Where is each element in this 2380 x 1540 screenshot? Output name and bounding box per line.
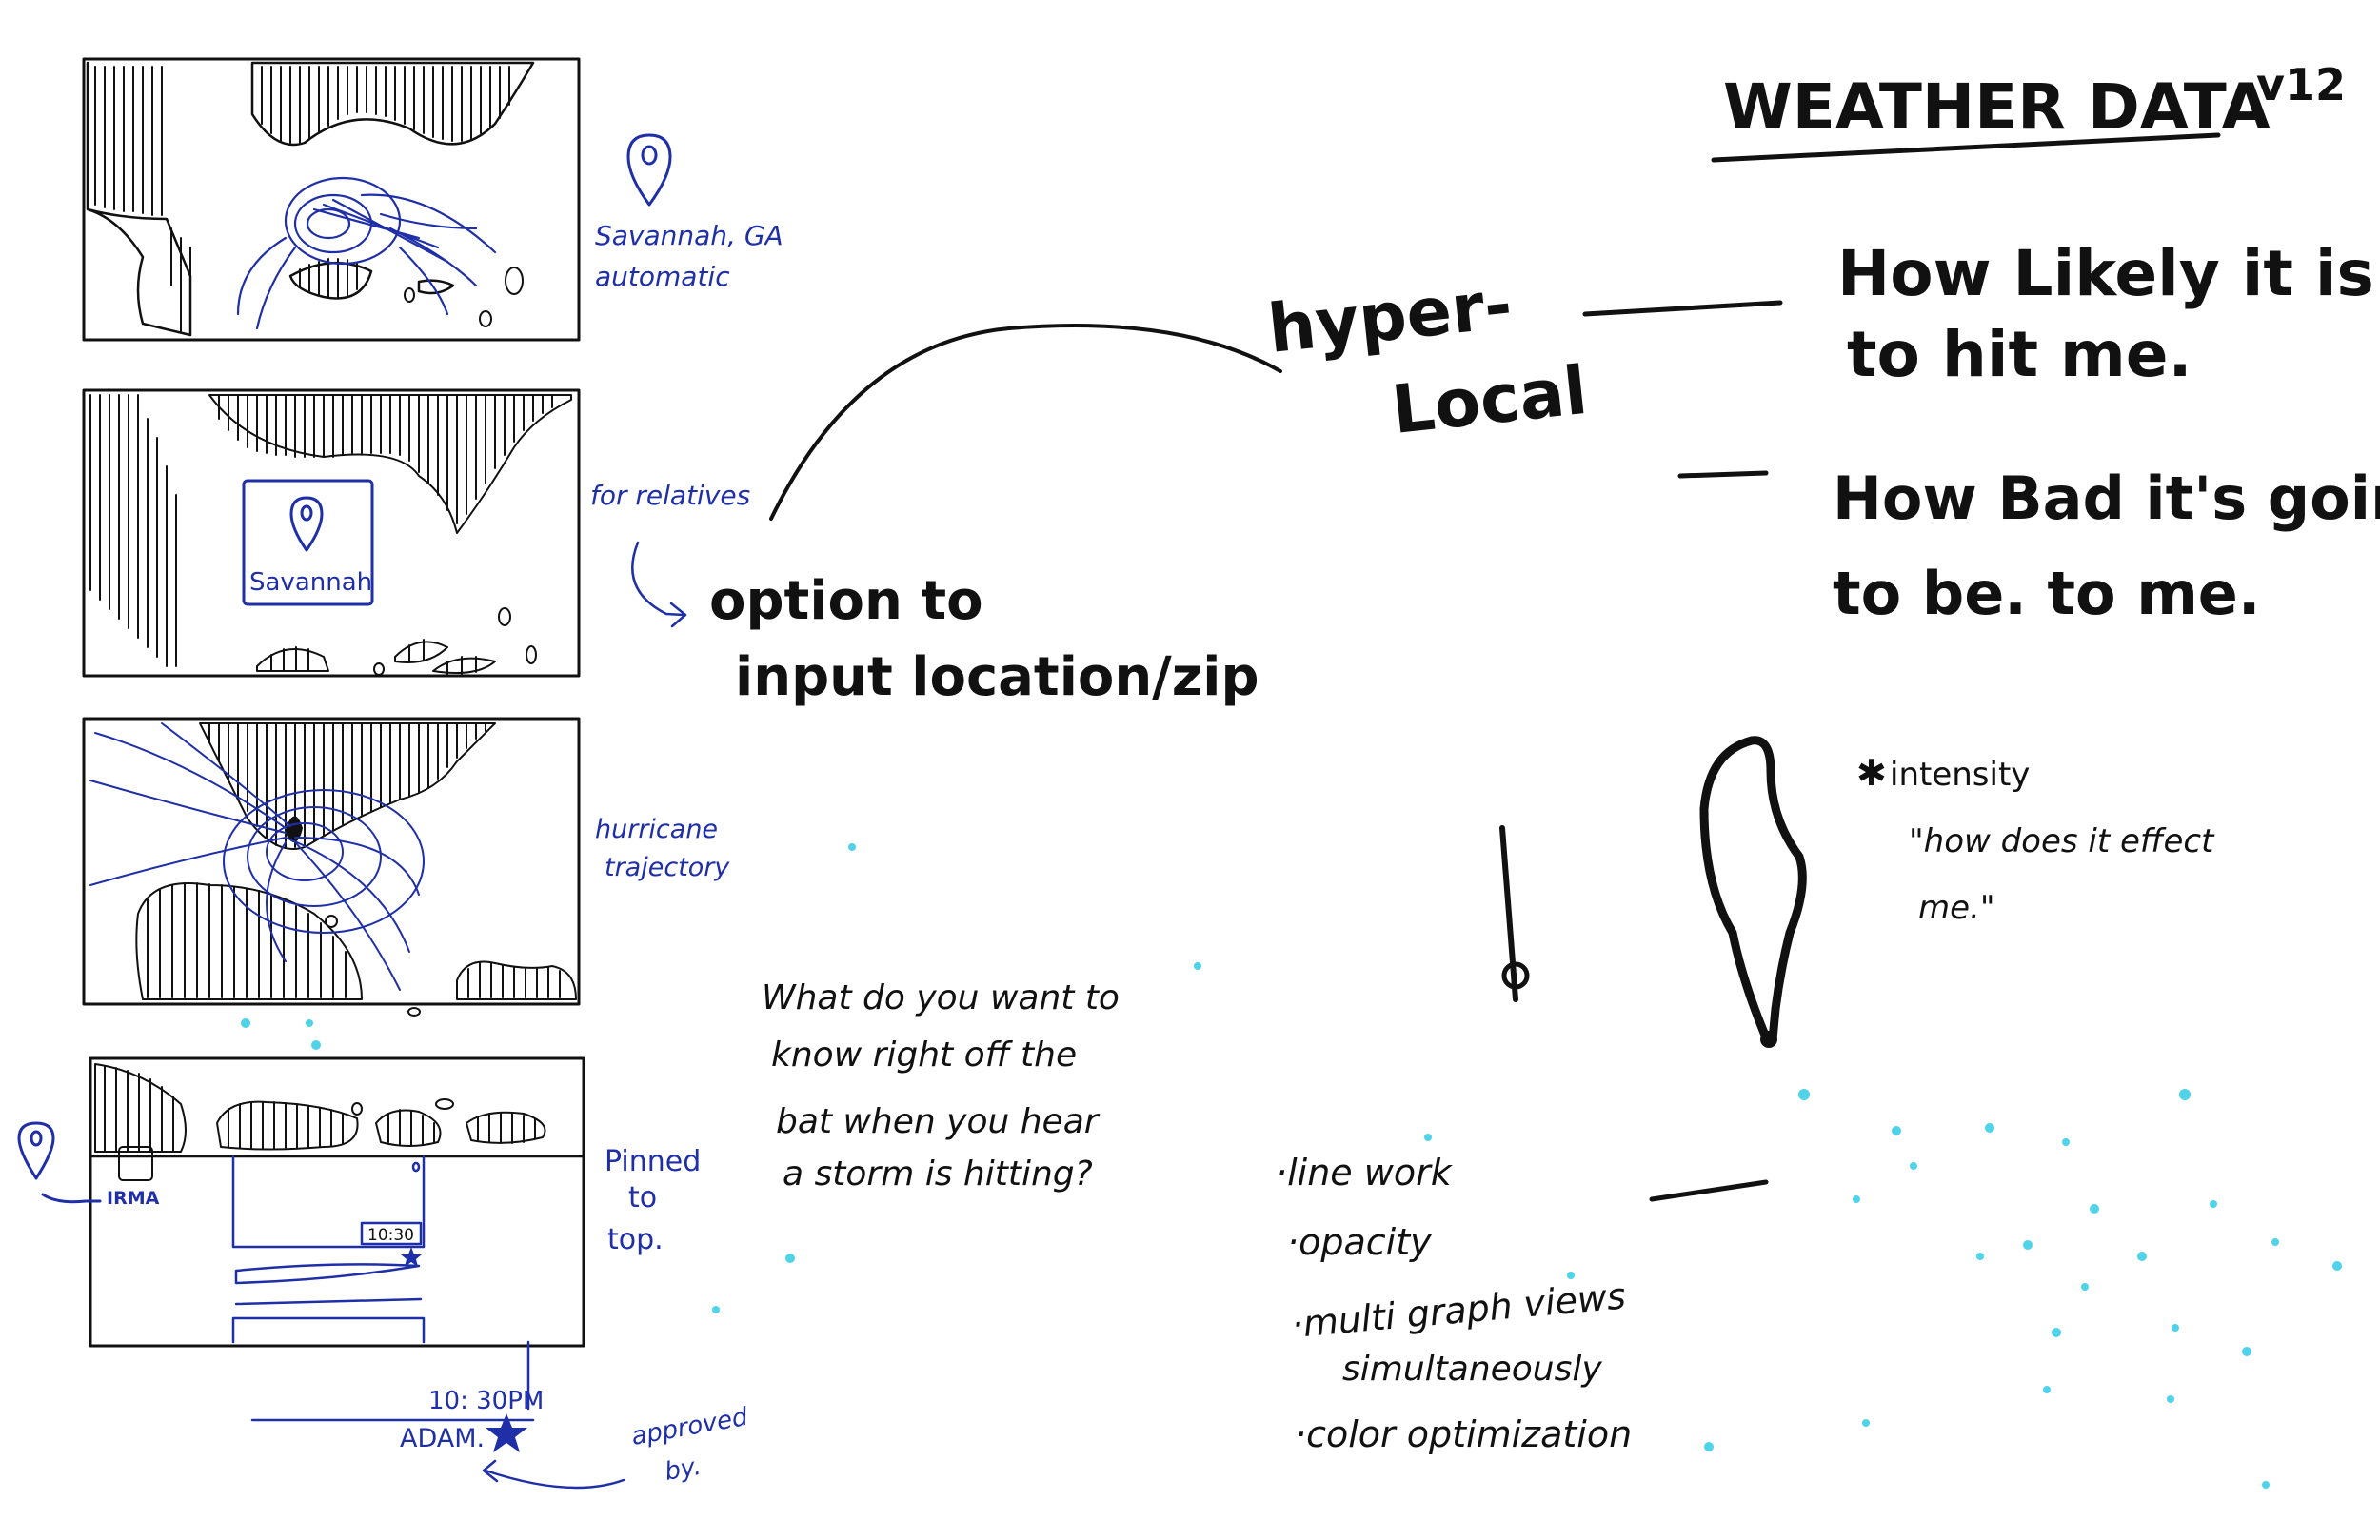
question-line-4: a storm is hitting? [783,1155,1093,1194]
approved-note: approved [629,1403,750,1451]
line-weight-sample [1499,825,1530,1002]
location-callout-box [242,479,374,606]
intensity-quote-1: "how does it effect [1909,822,2215,860]
dash-line-1 [1582,300,1783,317]
intensity-point [1760,1031,1777,1048]
option-line-2: input location/zip [735,646,1259,708]
approval-arrow [482,1459,625,1490]
page-title: WEATHER DATA [1723,70,2271,144]
dash-line-2 [1677,470,1769,479]
irma-label: IRMA [107,1188,160,1209]
speckles [241,843,2342,1489]
irma-pin-icon [17,1121,102,1204]
list-item: ·opacity [1287,1221,1432,1263]
storyboard-panel-3 [82,717,581,1017]
trajectory-lines [89,722,425,991]
question-line-2: know right off the [771,1036,1077,1075]
title-underline [1711,132,2221,163]
hurricane-note: hurricane [595,815,718,844]
likely-line-2: to hit me. [1847,318,2192,391]
callout-pin-label: Savannah [249,568,372,597]
hyper-label: hyper- [1264,266,1516,368]
option-line-1: option to [709,570,983,632]
dash-line-3 [1649,1179,1769,1202]
local-label: Local [1388,351,1591,449]
top-note: top. [607,1223,664,1256]
bad-line-2: to be. to me. [1833,559,2260,628]
pinned-feed [231,1155,426,1344]
list-item-continuation: simultaneously [1342,1350,1602,1389]
storyboard-panel-1 [82,57,581,342]
feed-time-small: 10:30 [367,1226,414,1245]
location-pin-icon [626,133,672,207]
hurricane-swirl [236,176,497,330]
asterisk-icon: ✱ [1856,752,1887,794]
approver-name: ADAM. [400,1424,485,1453]
connector-arc [769,324,1282,521]
intensity-label: intensity [1890,756,2030,794]
list-item: ·line work [1276,1152,1454,1194]
by-note: by. [663,1452,704,1487]
approver-star-icon [486,1413,527,1452]
question-line-3: bat when you hear [776,1102,1101,1141]
to-note: to [628,1181,657,1214]
panel1-automatic-label: automatic [595,261,730,292]
trajectory-note: trajectory [605,853,730,882]
approval-time: 10: 30PM [428,1387,544,1415]
bad-line-1: How Bad it's going [1833,464,2380,533]
panel1-location-label: Savannah, GA [595,220,783,251]
question-line-1: What do you want to [762,978,1120,1017]
pinned-note: Pinned [605,1145,701,1178]
likely-line-1: How Likely it is [1837,237,2374,310]
storyboard-panel-4: 10:30 [89,1056,585,1348]
intensity-quote-2: me." [1918,889,1994,927]
storyboard-panel-2: Savannah [82,388,581,678]
approval-card [250,1340,535,1422]
feature-list: ·line work ·opacity ·multi graph views s… [1276,1152,1632,1455]
list-item: ·multi graph views [1290,1274,1627,1346]
for-relatives-note: for relatives [590,480,750,511]
version-label: v12 [2256,59,2346,110]
star-icon [401,1247,422,1267]
list-item: ·color optimization [1295,1413,1632,1455]
intensity-shape [1699,736,1807,1044]
arrow-to-option [631,541,687,628]
